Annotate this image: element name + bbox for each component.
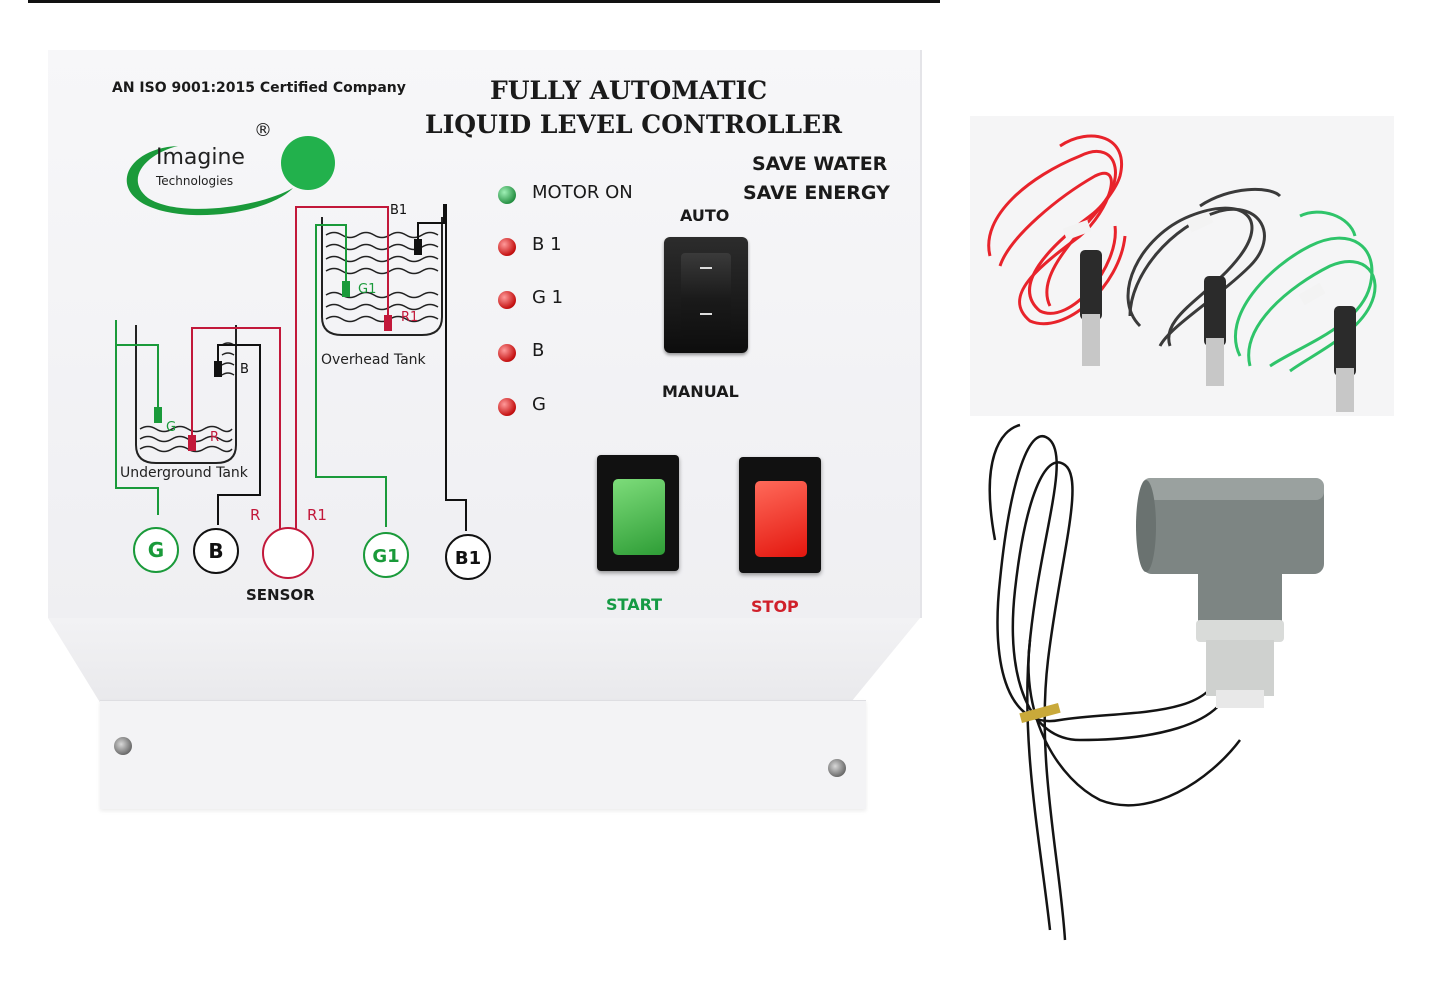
b1-led-icon [498,238,516,256]
motor-on-led-icon [498,186,516,204]
panel-base [100,700,866,809]
screw-icon [114,737,132,755]
probe-sensors-photo [970,116,1394,416]
slogan-line1: SAVE WATER [752,153,888,175]
panel-title-line1: FULLY AUTOMATIC [490,76,768,105]
sensor-terminal [262,527,314,579]
terminal-b1 [445,534,491,580]
tag-r: R [210,430,220,445]
rocker-paddle[interactable] [681,253,731,337]
red-probe [1080,250,1102,366]
black-wire-coil [1126,187,1282,347]
overhead-tank-graphic [321,217,443,336]
indicator-label: MOTOR ON [532,182,633,203]
logo-subtitle: Technologies [156,174,234,188]
panel-title-line2: LIQUID LEVEL CONTROLLER [425,110,842,139]
start-label: START [606,595,663,614]
underground-tank-graphic [135,325,237,464]
terminal-b [193,528,239,574]
indicator-label: G [532,394,546,415]
terminal-label-g1: G1 [372,546,399,567]
imagine-logo [126,136,335,216]
stop-button-cap[interactable] [755,481,807,557]
b-led-icon [498,344,516,362]
screw-icon [828,759,846,777]
top-rule [28,0,940,3]
red-wire-coil [987,134,1127,326]
tag-g1: G1 [358,282,377,297]
tag-r1: R1 [401,310,419,325]
terminal-label-b1: B1 [455,548,481,569]
sensor-label: SENSOR [246,586,315,604]
wire-label-r1: R1 [307,506,327,524]
registered-icon: ® [254,120,272,141]
manual-label: MANUAL [662,382,739,401]
terminal-g1 [363,532,409,578]
g1-led-icon [498,291,516,309]
t-pipe-body [1136,478,1324,708]
underground-tank-label: Underground Tank [120,465,248,481]
tag-g: G [166,420,177,435]
tag-b: B [240,362,249,377]
certification-text: AN ISO 9001:2015 Certified Company [112,80,406,96]
indicator-label: G 1 [532,287,564,308]
overhead-tank-label: Overhead Tank [321,352,426,368]
slogan-line2: SAVE ENERGY [743,182,890,204]
stop-button[interactable] [739,457,821,573]
panel-apron [48,618,920,703]
tag-b1: B1 [390,203,408,218]
terminal-label-g: G [148,538,164,562]
terminal-label-b: B [208,539,223,563]
auto-label: AUTO [680,206,730,225]
start-button-cap[interactable] [613,479,665,555]
terminal-g [133,527,179,573]
auto-manual-switch[interactable] [664,237,748,353]
flow-sensor-photo [988,423,1324,941]
green-probe [1334,306,1356,412]
logo-name: Imagine [156,145,245,170]
indicator-label: B [532,340,545,361]
wiring-diagram: G B G1 B1 [115,204,491,580]
stop-label: STOP [751,597,799,616]
level-controller-panel: AN ISO 9001:2015 Certified Company FULLY… [48,50,922,809]
wire-label-r: R [250,506,261,524]
black-probe [1204,276,1226,386]
indicator-label: B 1 [532,234,562,255]
start-button[interactable] [597,455,679,571]
g-led-icon [498,398,516,416]
